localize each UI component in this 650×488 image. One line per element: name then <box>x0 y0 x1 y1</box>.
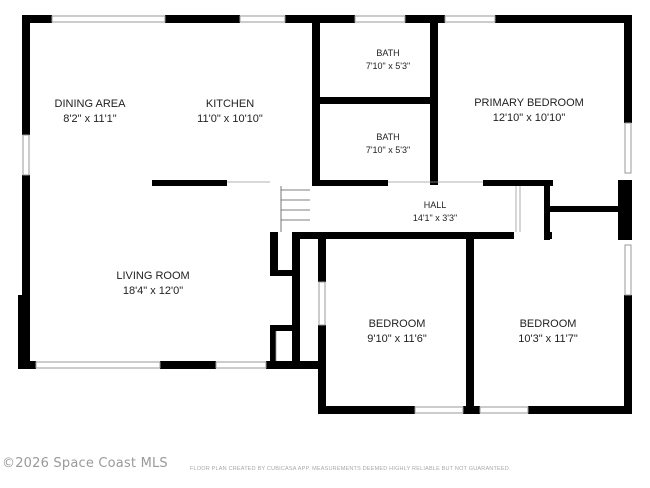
wall-closet-a <box>270 232 278 276</box>
wall-bath-right <box>430 15 438 185</box>
room-label-bedroom-right: BEDROOM 10'3" x 11'7" <box>518 317 578 347</box>
wall-top-right <box>495 15 632 23</box>
room-name: PRIMARY BEDROOM <box>474 97 584 109</box>
window-bed-bottom-2 <box>479 406 529 414</box>
window-top-2 <box>239 15 286 23</box>
room-label-dining: DINING AREA 8'2" x 11'1" <box>55 97 126 127</box>
wall-hall-top <box>312 180 388 186</box>
room-label-primary-bedroom: PRIMARY BEDROOM 12'10" x 10'10" <box>474 96 584 126</box>
wall-right-mid <box>618 180 632 240</box>
room-name: KITCHEN <box>205 98 255 110</box>
wall-bedroom-left-west <box>318 232 326 282</box>
room-label-living-room: LIVING ROOM 18'4" x 12'0" <box>116 269 189 299</box>
wall-living-bottom2 <box>160 361 216 369</box>
room-name: BEDROOM <box>368 318 426 330</box>
stairs <box>280 186 310 232</box>
wall-right-lower <box>624 295 632 413</box>
doors <box>227 181 521 361</box>
wall-closet-b2 <box>270 325 300 331</box>
wall-closet-top <box>544 206 624 212</box>
room-name: DINING AREA <box>54 98 126 110</box>
wall-closet-a2 <box>270 270 294 276</box>
room-dimensions: 9'10" x 11'6" <box>367 333 427 345</box>
wall-closet-c <box>270 325 276 361</box>
wall-left-lower <box>22 175 30 295</box>
wall-hall-top2 <box>483 180 553 186</box>
wall-right-upper <box>624 15 632 123</box>
room-label-bath-top: BATH 7'10" x 5'3" <box>366 47 410 73</box>
wall-living-bottom <box>18 361 36 369</box>
window-bed-bottom-1 <box>414 406 464 414</box>
window-top-1 <box>51 15 166 23</box>
wall-kitchen-bottom <box>152 180 227 186</box>
window-living-bottom <box>35 361 161 369</box>
room-dimensions: 8'2" x 11'1" <box>63 113 117 125</box>
room-dimensions: 14'1" x 3'3" <box>412 213 458 223</box>
wall-hall-bottom2 <box>544 232 552 239</box>
window-living-bottom2 <box>215 361 267 369</box>
room-label-kitchen: KITCHEN 11'0" x 10'10" <box>197 97 263 127</box>
wall-bath-split <box>312 97 437 104</box>
wall-bedrooms-bottom3 <box>528 406 632 414</box>
room-dimensions: 10'3" x 11'7" <box>518 333 578 345</box>
wall-bedrooms-divider <box>466 232 474 414</box>
room-name: HALL <box>423 200 447 210</box>
wall-top-mid <box>165 15 240 23</box>
room-label-bedroom-left: BEDROOM 9'10" x 11'6" <box>367 317 427 347</box>
room-dimensions: 7'10" x 5'3" <box>365 61 411 71</box>
walls <box>18 15 632 414</box>
room-dimensions: 7'10" x 5'3" <box>365 145 411 155</box>
room-label-bath-mid: BATH 7'10" x 5'3" <box>366 131 410 157</box>
windows <box>22 15 632 414</box>
room-name: BATH <box>376 48 400 58</box>
room-dimensions: 11'0" x 10'10" <box>197 113 263 125</box>
wall-bedroom-left-west2 <box>318 325 326 413</box>
wall-hall-bottom <box>292 232 514 239</box>
window-right-upper <box>624 122 632 174</box>
window-bed-left-west <box>318 281 326 326</box>
window-top-4 <box>444 15 496 23</box>
room-name: BATH <box>376 132 400 142</box>
room-dimensions: 18'4" x 12'0" <box>122 285 184 297</box>
wall-top-left <box>22 15 52 23</box>
cubicasa-disclaimer: FLOOR PLAN CREATED BY CUBICASA APP. MEAS… <box>190 466 511 472</box>
wall-left-bottom <box>18 295 30 369</box>
wall-closet-b <box>292 232 300 369</box>
mls-watermark: ©2026 Space Coast MLS <box>2 456 168 471</box>
room-dimensions: 12'10" x 10'10" <box>492 112 566 124</box>
room-name: LIVING ROOM <box>116 270 190 282</box>
window-left <box>22 134 30 176</box>
wall-top-mid3 <box>405 15 445 23</box>
window-top-3 <box>354 15 406 23</box>
room-name: BEDROOM <box>519 318 577 330</box>
wall-left-upper <box>22 15 30 135</box>
window-right-lower <box>624 244 632 296</box>
wall-bedrooms-bottom <box>318 406 415 414</box>
room-label-hall: HALL 14'1" x 3'3" <box>413 199 457 225</box>
